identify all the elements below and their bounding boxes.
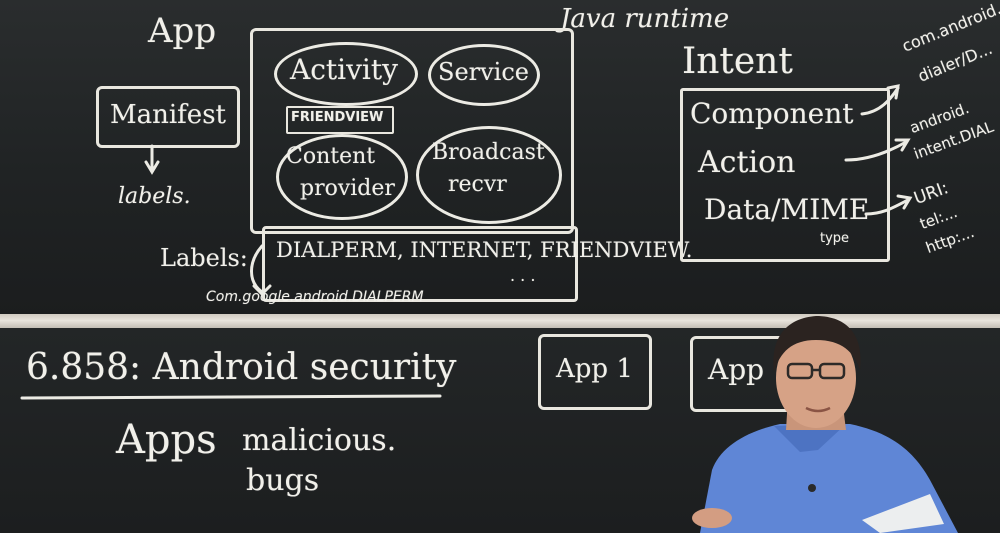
app2-label: App bbox=[708, 353, 765, 386]
content-provider-line2: provider bbox=[300, 176, 395, 201]
malicious-label: malicious. bbox=[242, 423, 397, 458]
labels-box bbox=[262, 226, 578, 302]
face bbox=[776, 328, 856, 428]
content-provider-line1: Content bbox=[286, 144, 376, 169]
app-components-box bbox=[250, 28, 574, 234]
manifest-box bbox=[96, 86, 240, 148]
friendview-tag-box bbox=[286, 106, 394, 134]
hand bbox=[692, 508, 732, 528]
broadcast-receiver-oval bbox=[416, 126, 562, 224]
java-runtime-label: Java runtime bbox=[560, 4, 730, 34]
course-title: 6.858: Android security bbox=[26, 347, 457, 388]
service-oval bbox=[428, 44, 540, 106]
intent-box bbox=[680, 88, 890, 262]
bugs-label: bugs bbox=[246, 463, 320, 498]
broadcast-line2: recvr bbox=[448, 172, 507, 197]
friendview-tag: FRIENDVIEW bbox=[291, 110, 384, 125]
intent-data-mime: Data/MIME bbox=[704, 193, 870, 226]
broadcast-line1: Broadcast bbox=[432, 140, 545, 165]
glasses bbox=[786, 362, 846, 380]
intent-type: type bbox=[820, 231, 850, 246]
title-underline bbox=[20, 394, 442, 400]
lapel-mic bbox=[808, 484, 816, 492]
intent-component: Component bbox=[690, 97, 854, 130]
intent-title: Intent bbox=[682, 41, 793, 82]
shirt-collar bbox=[774, 424, 846, 452]
data-arrow bbox=[864, 194, 913, 216]
paper bbox=[862, 494, 944, 533]
manifest-label: Manifest bbox=[110, 100, 226, 130]
manifest-arrow bbox=[144, 144, 160, 175]
app1-label: App 1 bbox=[556, 354, 633, 384]
app-label: App bbox=[148, 11, 217, 51]
intent-action: Action bbox=[698, 145, 796, 180]
apps-label: Apps bbox=[116, 417, 217, 463]
service-label: Service bbox=[438, 58, 529, 86]
mouth bbox=[805, 406, 831, 413]
chalk-rail bbox=[0, 314, 1000, 330]
labels-list: DIALPERM, INTERNET, FRIENDVIEW. bbox=[276, 238, 693, 262]
activity-oval bbox=[274, 42, 418, 106]
component-arrow bbox=[860, 84, 900, 116]
labels-arrow bbox=[250, 244, 272, 297]
labels-ellipsis: . . . bbox=[510, 266, 536, 285]
activity-label: Activity bbox=[290, 53, 398, 86]
blue-shirt bbox=[700, 424, 958, 533]
content-provider-oval bbox=[276, 134, 408, 220]
app1-box bbox=[538, 334, 652, 410]
manifest-labels-note: labels. bbox=[118, 184, 191, 209]
labels-prefix: Labels: bbox=[160, 244, 248, 272]
action-arrow bbox=[844, 138, 911, 162]
curly-hair bbox=[773, 316, 861, 372]
